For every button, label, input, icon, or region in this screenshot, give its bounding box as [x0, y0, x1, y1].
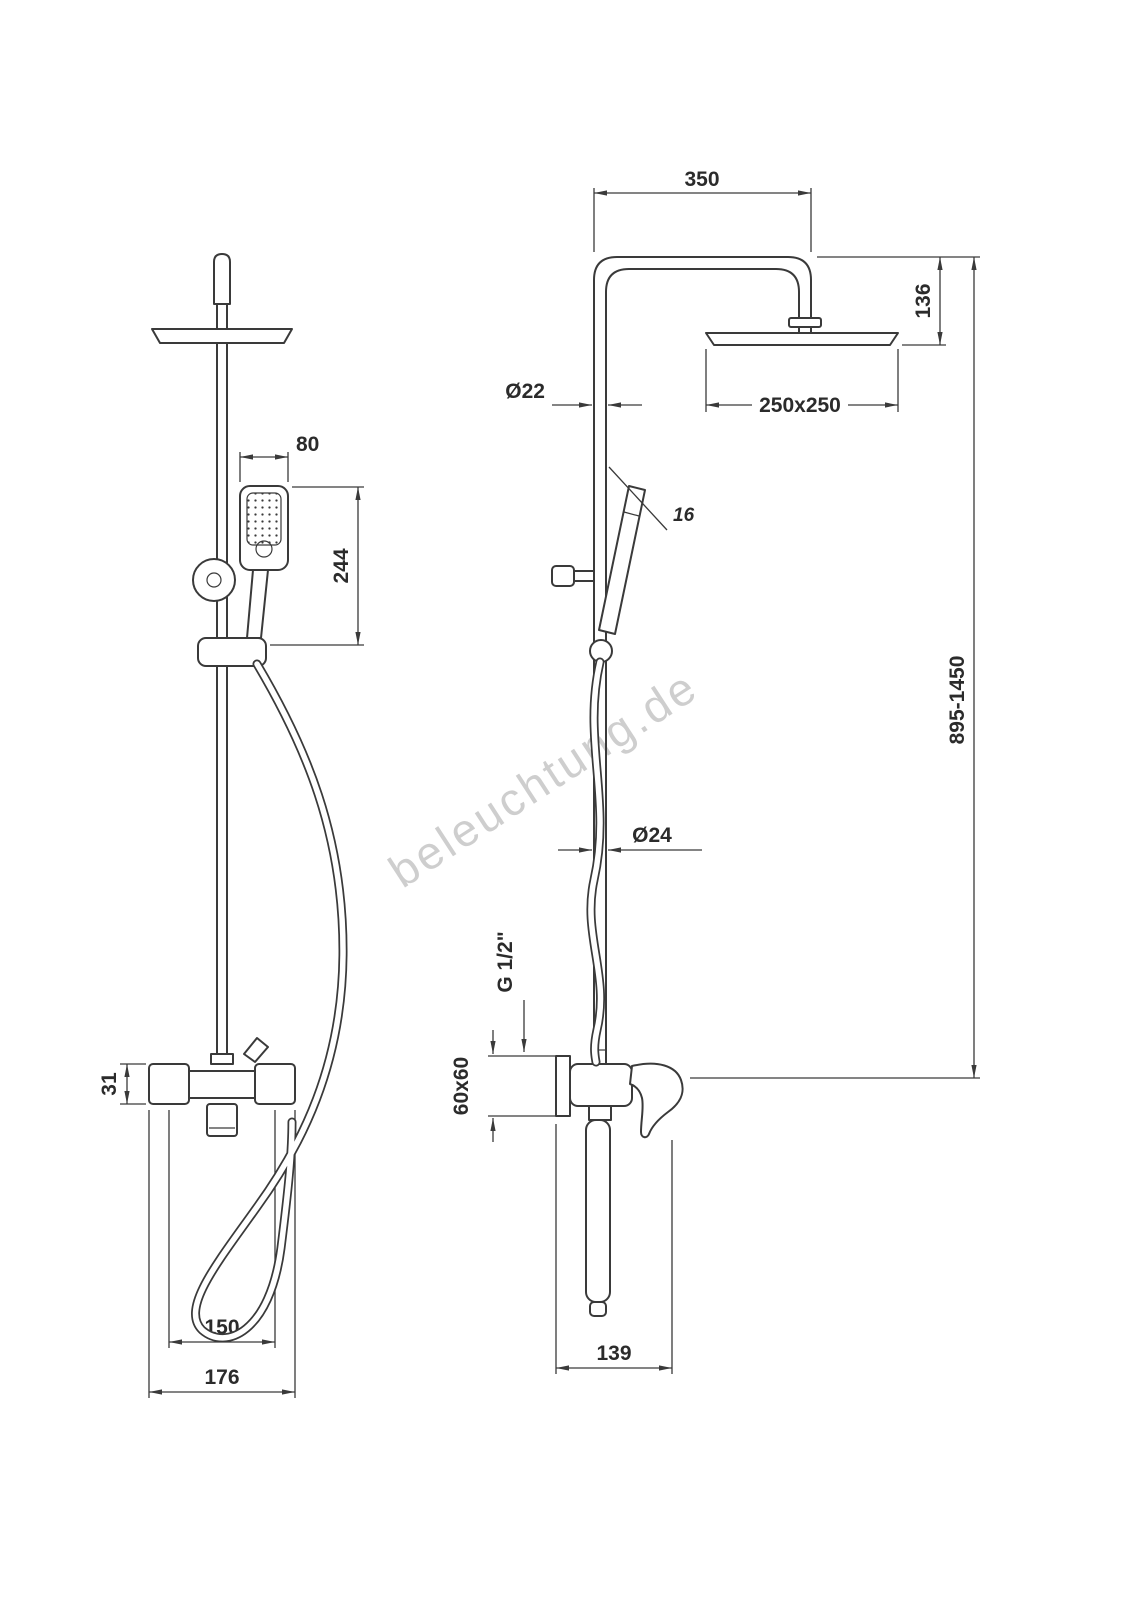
watermark: beleuchtung.de: [380, 660, 707, 898]
rain-shower-head-side: [705, 332, 899, 346]
hose-outlet-fitting: [243, 1037, 269, 1063]
mixer-side: [555, 1055, 684, 1139]
shower-hose-front: [191, 659, 348, 1343]
dim-895-1450: 895-1450: [690, 256, 980, 1079]
dim-250x250: 250x250: [705, 349, 899, 417]
slider-knob-front: [192, 558, 236, 602]
hanging-hose-side: [585, 1119, 611, 1317]
dim-60x60: 60x60: [450, 1030, 556, 1142]
dim-16-label: 16: [673, 505, 695, 526]
mixer-collar: [210, 1053, 234, 1065]
shower-hose-side: [586, 657, 605, 1067]
rain-shower-head-front: [151, 328, 293, 344]
front-view: 80 244 31 150 176: [98, 253, 364, 1398]
dim-g12: G 1/2": [494, 931, 527, 1052]
dim-d22-label: Ø22: [505, 380, 545, 403]
dim-d22: Ø22: [505, 380, 642, 408]
mixer-body-front: [186, 1070, 258, 1099]
dim-176-label: 176: [204, 1366, 239, 1389]
slider-knob-side: [551, 565, 595, 587]
dim-139-label: 139: [596, 1342, 631, 1365]
head-flange-side: [788, 317, 822, 328]
hand-shower-handle-front: [246, 569, 269, 639]
hand-shower-holder-front: [197, 637, 267, 667]
spout-front: [206, 1103, 238, 1137]
dim-80-label: 80: [296, 433, 319, 456]
dim-g12-label: G 1/2": [494, 931, 517, 992]
head-stub-front: [213, 253, 231, 305]
dim-250x250-label: 250x250: [759, 394, 841, 417]
mixer-left-valve: [148, 1063, 190, 1105]
dim-16: 16: [608, 466, 695, 531]
dim-895-1450-label: 895-1450: [946, 656, 969, 745]
dim-350: 350: [593, 168, 812, 252]
dim-31-label: 31: [98, 1072, 121, 1096]
mixer-right-valve: [254, 1063, 296, 1105]
dim-80: 80: [239, 433, 319, 482]
dim-d24-label: Ø24: [632, 824, 672, 847]
dim-31: 31: [98, 1063, 146, 1105]
dim-d24: Ø24: [558, 824, 702, 853]
shower-arm-side: [593, 256, 812, 334]
dim-139: 139: [555, 1124, 673, 1374]
mixer-front: [148, 1037, 296, 1137]
mixer-lever-handle: [629, 1062, 684, 1139]
dim-244-label: 244: [330, 548, 353, 583]
mixer-body-side: [569, 1063, 633, 1107]
side-view: 350 136 895-1450 250x250 Ø22: [450, 168, 980, 1374]
dim-136-label: 136: [912, 283, 935, 318]
hand-shower-front: [239, 485, 289, 639]
watermark-text: beleuchtung.de: [380, 660, 707, 898]
hand-shower-side: [589, 485, 646, 663]
dim-176: 176: [148, 1110, 296, 1398]
hose-connector-side: [588, 1105, 612, 1121]
wall-plate-side: [555, 1055, 571, 1117]
dim-244: 244: [270, 486, 364, 646]
dim-136: 136: [817, 256, 946, 346]
dim-350-label: 350: [684, 168, 719, 191]
dim-60x60-label: 60x60: [450, 1057, 473, 1115]
